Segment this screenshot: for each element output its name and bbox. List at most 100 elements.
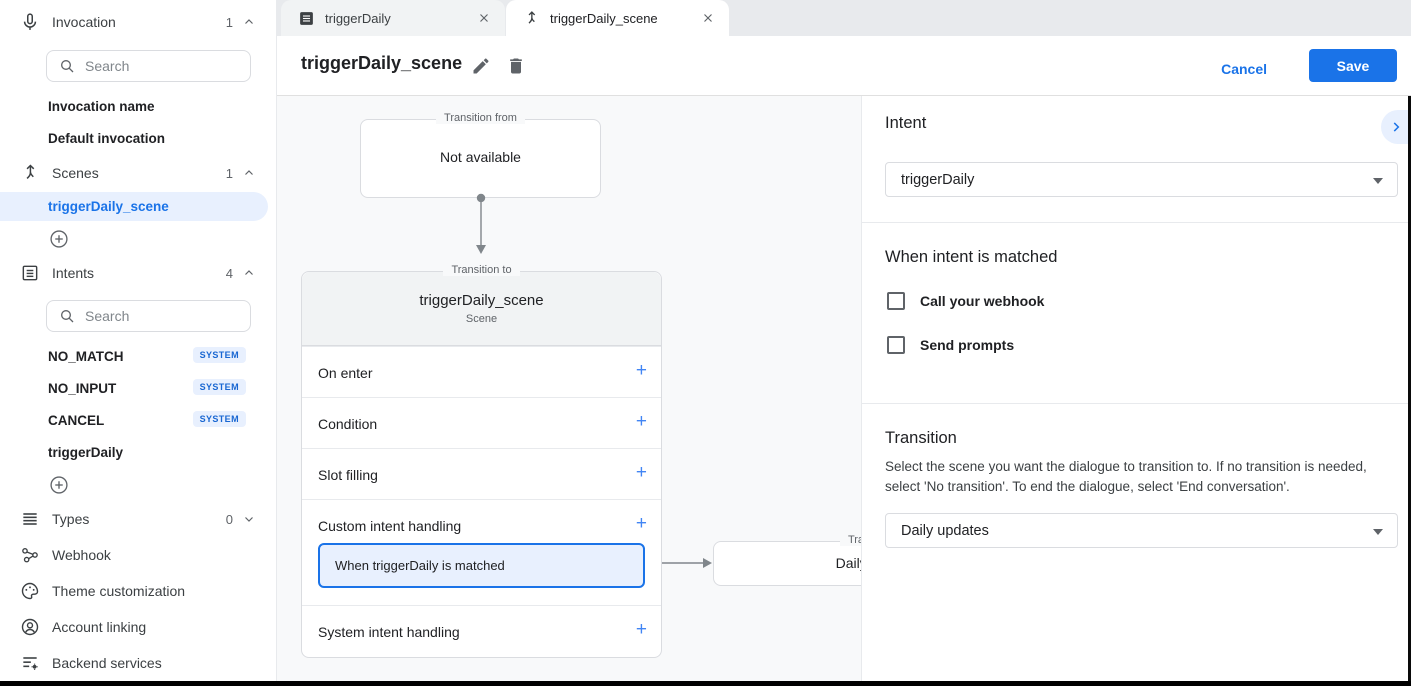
next-scene-legend: Transition to [714, 534, 861, 546]
row-label: Condition [318, 416, 378, 432]
checkbox-unchecked-icon[interactable] [887, 292, 905, 310]
add-intent-icon[interactable] [49, 475, 69, 495]
edit-pencil-icon[interactable] [471, 56, 491, 76]
checkbox-unchecked-icon[interactable] [887, 336, 905, 354]
sidebar-section-scenes[interactable]: Scenes 1 [0, 158, 277, 188]
chevron-right-icon [1393, 122, 1400, 132]
tab-label: triggerDaily [325, 10, 391, 26]
transition-from-box: Transition from Not available [360, 112, 601, 198]
scene-name: triggerDaily_scene [48, 199, 169, 214]
intents-search-input[interactable] [85, 308, 235, 324]
intent-properties-panel: Intent triggerDaily When intent is match… [861, 96, 1411, 686]
scene-row-custom-intent-handling: Custom intent handling + When triggerDai… [302, 499, 661, 605]
transition-to-box: Transition to triggerDaily_scene Scene O… [301, 264, 662, 658]
section-count: 1 [225, 14, 233, 30]
link-label: Account linking [52, 619, 147, 635]
when-intent-matched-heading: When intent is matched [885, 248, 1058, 266]
page-title: triggerDaily_scene [301, 53, 463, 73]
types-lines-icon [23, 513, 37, 525]
sidebar-item-backend-services[interactable]: Backend services [0, 648, 277, 678]
intent-handler-when-triggerdaily-matched[interactable]: When triggerDaily is matched [318, 543, 645, 588]
link-label: Theme customization [52, 583, 186, 599]
intents-list-icon [22, 265, 38, 281]
search-icon [61, 310, 74, 323]
system-badge: SYSTEM [192, 347, 246, 363]
intent-tab-icon [300, 11, 313, 25]
next-scene-value: Daily updates [835, 555, 861, 571]
scene-flow-canvas[interactable]: Transition from Not available Transition… [277, 96, 861, 686]
webhook-icon [22, 548, 38, 563]
link-label: Backend services [52, 655, 162, 671]
section-label: Scenes [52, 165, 99, 181]
chevron-down-icon[interactable] [243, 513, 255, 525]
intent-name: NO_INPUT [48, 381, 117, 396]
sidebar-item-default-invocation[interactable]: Default invocation [48, 131, 166, 146]
intent-name: CANCEL [48, 413, 105, 428]
tab-label: triggerDaily_scene [550, 10, 658, 26]
close-icon[interactable] [701, 11, 715, 25]
sidebar-item-account-linking[interactable]: Account linking [0, 612, 277, 642]
add-on-enter-icon[interactable]: + [635, 360, 647, 381]
scene-row-slot-filling: Slot filling + [302, 448, 661, 499]
close-icon[interactable] [477, 11, 491, 25]
sidebar-item-triggerdaily-scene-selected[interactable]: triggerDaily_scene [0, 192, 268, 221]
handler-label: When triggerDaily is matched [335, 558, 505, 573]
scene-row-on-enter: On enter + [302, 346, 661, 397]
checkbox-label: Call your webhook [920, 293, 1045, 309]
intent-select-value: triggerDaily [901, 171, 975, 188]
tab-strip: triggerDaily triggerDaily_scene [277, 0, 1411, 36]
section-label: Intents [52, 265, 95, 281]
intent-select[interactable]: triggerDaily [885, 162, 1398, 197]
chevron-up-icon[interactable] [243, 16, 255, 28]
tab-triggerdaily-scene[interactable]: triggerDaily_scene [506, 0, 729, 36]
sidebar-section-types[interactable]: Types 0 [0, 504, 277, 534]
section-label: Invocation [52, 14, 116, 30]
transition-select-value: Daily updates [901, 522, 989, 539]
sidebar-section-invocation[interactable]: Invocation 1 [0, 7, 277, 37]
add-slot-filling-icon[interactable]: + [635, 462, 647, 483]
sidebar-section-intents[interactable]: Intents 4 [0, 258, 277, 288]
add-custom-intent-icon[interactable]: + [635, 513, 647, 534]
scene-card-title: triggerDaily_scene [419, 292, 544, 309]
send-prompts-checkbox-row[interactable]: Send prompts [887, 336, 1014, 354]
dropdown-caret-icon [1373, 178, 1383, 184]
add-system-intent-icon[interactable]: + [635, 619, 647, 640]
scene-tab-icon [528, 10, 536, 24]
tab-triggerdaily[interactable]: triggerDaily [281, 0, 505, 36]
transition-from-legend: Transition from [361, 112, 600, 124]
transition-from-value: Not available [440, 149, 521, 165]
invocation-search-input[interactable] [85, 58, 235, 74]
save-button[interactable]: Save [1309, 49, 1397, 82]
delete-trash-icon[interactable] [506, 56, 526, 76]
window-right-edge [1408, 96, 1411, 681]
chevron-up-icon[interactable] [243, 267, 255, 279]
scene-row-system-intent-handling: System intent handling + [302, 605, 661, 658]
scene-split-icon [26, 164, 35, 179]
sidebar-item-triggerdaily[interactable]: triggerDaily [48, 445, 124, 460]
chevron-up-icon[interactable] [243, 167, 255, 179]
palette-icon [21, 582, 39, 600]
cancel-button[interactable]: Cancel [1211, 55, 1277, 83]
sidebar-item-invocation-name[interactable]: Invocation name [48, 99, 155, 114]
row-label: On enter [318, 365, 373, 381]
collapse-panel-button[interactable] [1381, 110, 1411, 144]
sidebar-item-webhook[interactable]: Webhook [0, 540, 277, 570]
section-count: 4 [225, 265, 233, 281]
next-scene-box[interactable]: Transition to Daily updates [713, 534, 861, 586]
sidebar-item-cancel[interactable]: CANCEL SYSTEM [0, 411, 277, 431]
panel-divider [862, 222, 1411, 223]
transition-select[interactable]: Daily updates [885, 513, 1398, 548]
link-label: Webhook [52, 547, 111, 563]
page-header: triggerDaily_scene Cancel Save [277, 36, 1411, 96]
checkbox-label: Send prompts [920, 337, 1015, 353]
sidebar-item-no-match[interactable]: NO_MATCH SYSTEM [0, 347, 277, 367]
account-circle-icon [21, 618, 39, 636]
row-label: Slot filling [318, 467, 378, 483]
add-condition-icon[interactable]: + [635, 411, 647, 432]
search-icon [61, 60, 74, 73]
add-scene-icon[interactable] [49, 229, 69, 249]
sidebar-item-no-input[interactable]: NO_INPUT SYSTEM [0, 379, 277, 399]
sidebar-item-theme-customization[interactable]: Theme customization [0, 576, 277, 606]
call-webhook-checkbox-row[interactable]: Call your webhook [887, 292, 1044, 310]
